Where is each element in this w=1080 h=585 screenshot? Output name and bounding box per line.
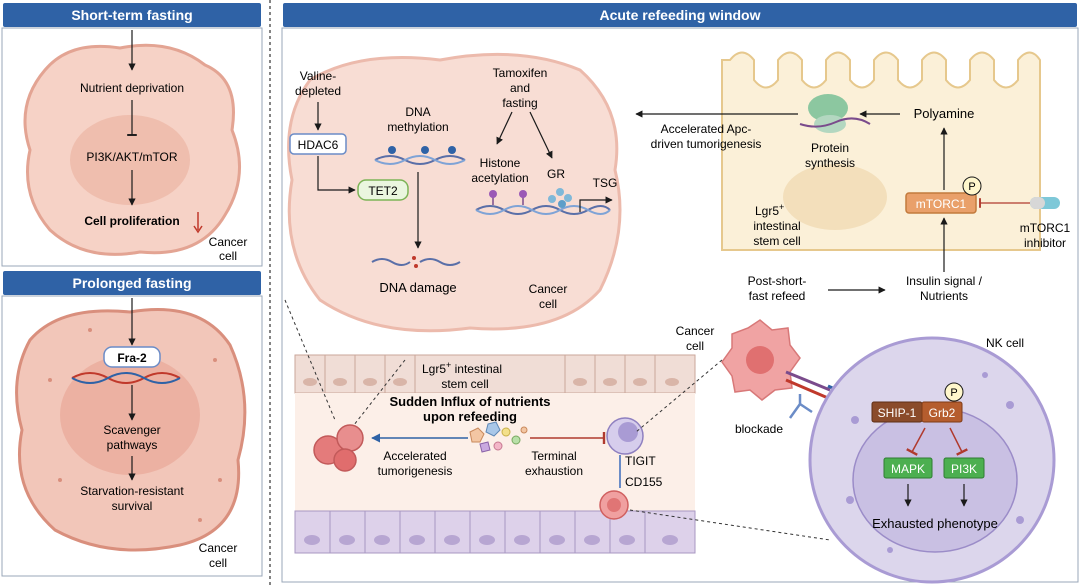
tamoxifen-label-1: Tamoxifen bbox=[493, 66, 548, 80]
lower-epithelium bbox=[294, 510, 696, 554]
hdac6-box bbox=[289, 133, 347, 155]
blocking-antibody-icon bbox=[788, 394, 813, 419]
tet2-label: TET2 bbox=[368, 184, 398, 198]
scavenger-label-1: Scavenger bbox=[103, 423, 160, 437]
blockade-label: blockade bbox=[735, 422, 783, 436]
ribosome-icon bbox=[799, 94, 871, 133]
epigenetic-cancer-cell bbox=[287, 52, 622, 333]
valine-label-1: Valine- bbox=[300, 69, 336, 83]
nk-cancer-label-1: Cancer bbox=[676, 324, 715, 338]
post-fast-label-2: fast refeed bbox=[749, 289, 806, 303]
survival-label-1: Starvation-resistant bbox=[80, 484, 184, 498]
dna-methylation-label-1: DNA bbox=[405, 105, 430, 119]
cancer-cell-label-2b: cell bbox=[209, 556, 227, 570]
damaged-dna-icon bbox=[371, 256, 461, 268]
accelerated-apc-label-1: Accelerated Apc- bbox=[661, 122, 752, 136]
tamoxifen-label-3: fasting bbox=[502, 96, 537, 110]
acute-refeeding-header: Acute refeeding window bbox=[283, 3, 1077, 27]
cancer-cell-small-icon bbox=[599, 490, 629, 520]
accel-tumor-label-2: tumorigenesis bbox=[378, 464, 453, 478]
insulin-label-1: Insulin signal / bbox=[906, 274, 983, 288]
influx-label-2: upon refeeding bbox=[423, 409, 517, 424]
accel-tumor-label-1: Accelerated bbox=[383, 449, 446, 463]
dna-damage-label: DNA damage bbox=[379, 280, 456, 295]
inhibitor-label-1: mTORC1 bbox=[1020, 221, 1071, 235]
insulin-label-2: Nutrients bbox=[920, 289, 968, 303]
nutrient-molecules-icon bbox=[469, 421, 528, 453]
cancer-cell-label-3: Cancer bbox=[529, 282, 568, 296]
histone-label-1: Histone bbox=[480, 156, 521, 170]
mtorc1-label: mTORC1 bbox=[916, 197, 967, 211]
cell-proliferation-label: Cell proliferation bbox=[84, 214, 179, 228]
tumor-cells-icon bbox=[313, 424, 364, 472]
gut-lgr5-label-1: Lgr5+ intestinal bbox=[422, 360, 502, 376]
short-term-fasting-header: Short-term fasting bbox=[3, 3, 261, 27]
cd155-label: CD155 bbox=[625, 475, 663, 489]
nk-phospho-label: P bbox=[950, 387, 957, 399]
grb2-label: Grb2 bbox=[929, 406, 956, 420]
stem-lgr5-label-1: Lgr5+ bbox=[755, 202, 784, 218]
tsg-label: TSG bbox=[593, 176, 618, 190]
terminal-label-1: Terminal bbox=[531, 449, 576, 463]
scavenger-label-2: pathways bbox=[107, 438, 158, 452]
upper-epithelium bbox=[294, 354, 696, 394]
gut-lgr5-label-2: stem cell bbox=[441, 377, 488, 391]
phospho-icon bbox=[962, 176, 982, 196]
polyamine-label: Polyamine bbox=[914, 106, 975, 121]
protein-synthesis-label-1: Protein bbox=[811, 141, 849, 155]
gr-label: GR bbox=[547, 167, 565, 181]
methylated-dna-icon bbox=[374, 146, 466, 165]
nk-cancer-label-2: cell bbox=[686, 339, 704, 353]
phospho-label: P bbox=[968, 181, 975, 193]
acetylated-dna-icon bbox=[475, 188, 611, 215]
mapk-label: MAPK bbox=[891, 462, 925, 476]
nk-phospho-icon bbox=[944, 382, 964, 402]
cancer-cell-label-3b: cell bbox=[539, 297, 557, 311]
cancer-cell-label-1: Cancer bbox=[209, 235, 248, 249]
survival-label-2: survival bbox=[112, 499, 153, 513]
nk-cell-label: NK cell bbox=[986, 336, 1024, 350]
dna-methylation-label-2: methylation bbox=[387, 120, 448, 134]
nutrient-deprivation-label: Nutrient deprivation bbox=[80, 81, 184, 95]
dna-helix-icon bbox=[71, 372, 181, 384]
fra2-box bbox=[103, 346, 161, 368]
nk-cell-small-icon bbox=[606, 417, 644, 455]
cancer-cell-label-2: Cancer bbox=[199, 541, 238, 555]
pill-icon bbox=[1030, 197, 1060, 209]
cancer-cell-label-1b: cell bbox=[219, 249, 237, 263]
valine-label-2: depleted bbox=[295, 84, 341, 98]
protein-synthesis-label-2: synthesis bbox=[805, 156, 855, 170]
ship1-label: SHIP-1 bbox=[878, 406, 917, 420]
post-fast-label-1: Post-short- bbox=[748, 274, 807, 288]
mtorc1-box bbox=[905, 192, 977, 214]
tamoxifen-label-2: and bbox=[510, 81, 530, 95]
hdac6-label: HDAC6 bbox=[298, 138, 339, 152]
tet2-box bbox=[357, 179, 409, 201]
terminal-label-2: exhaustion bbox=[525, 464, 583, 478]
pi3k-box bbox=[943, 457, 985, 479]
spiky-cancer-cell-icon bbox=[721, 319, 801, 401]
stem-lgr5-label-3: stem cell bbox=[753, 234, 800, 248]
influx-label-1: Sudden Influx of nutrients bbox=[389, 394, 550, 409]
grb2-box bbox=[921, 401, 963, 423]
accelerated-apc-label-2: driven tumorigenesis bbox=[651, 137, 762, 151]
pi3k-label: PI3K bbox=[951, 462, 977, 476]
stem-lgr5-label-2: intestinal bbox=[753, 219, 800, 233]
prolonged-cancer-cell bbox=[15, 308, 247, 552]
prolonged-fasting-header: Prolonged fasting bbox=[3, 271, 261, 295]
histone-label-2: acetylation bbox=[471, 171, 528, 185]
inhibitor-label-2: inhibitor bbox=[1024, 236, 1066, 250]
tigit-label: TIGIT bbox=[625, 454, 656, 468]
mapk-box bbox=[883, 457, 933, 479]
fra2-label: Fra-2 bbox=[117, 351, 147, 365]
pi3k-akt-mtor-label: PI3K/AKT/mTOR bbox=[86, 150, 177, 164]
short-term-cancer-cell bbox=[23, 43, 242, 256]
exhausted-phenotype-label: Exhausted phenotype bbox=[872, 516, 998, 531]
